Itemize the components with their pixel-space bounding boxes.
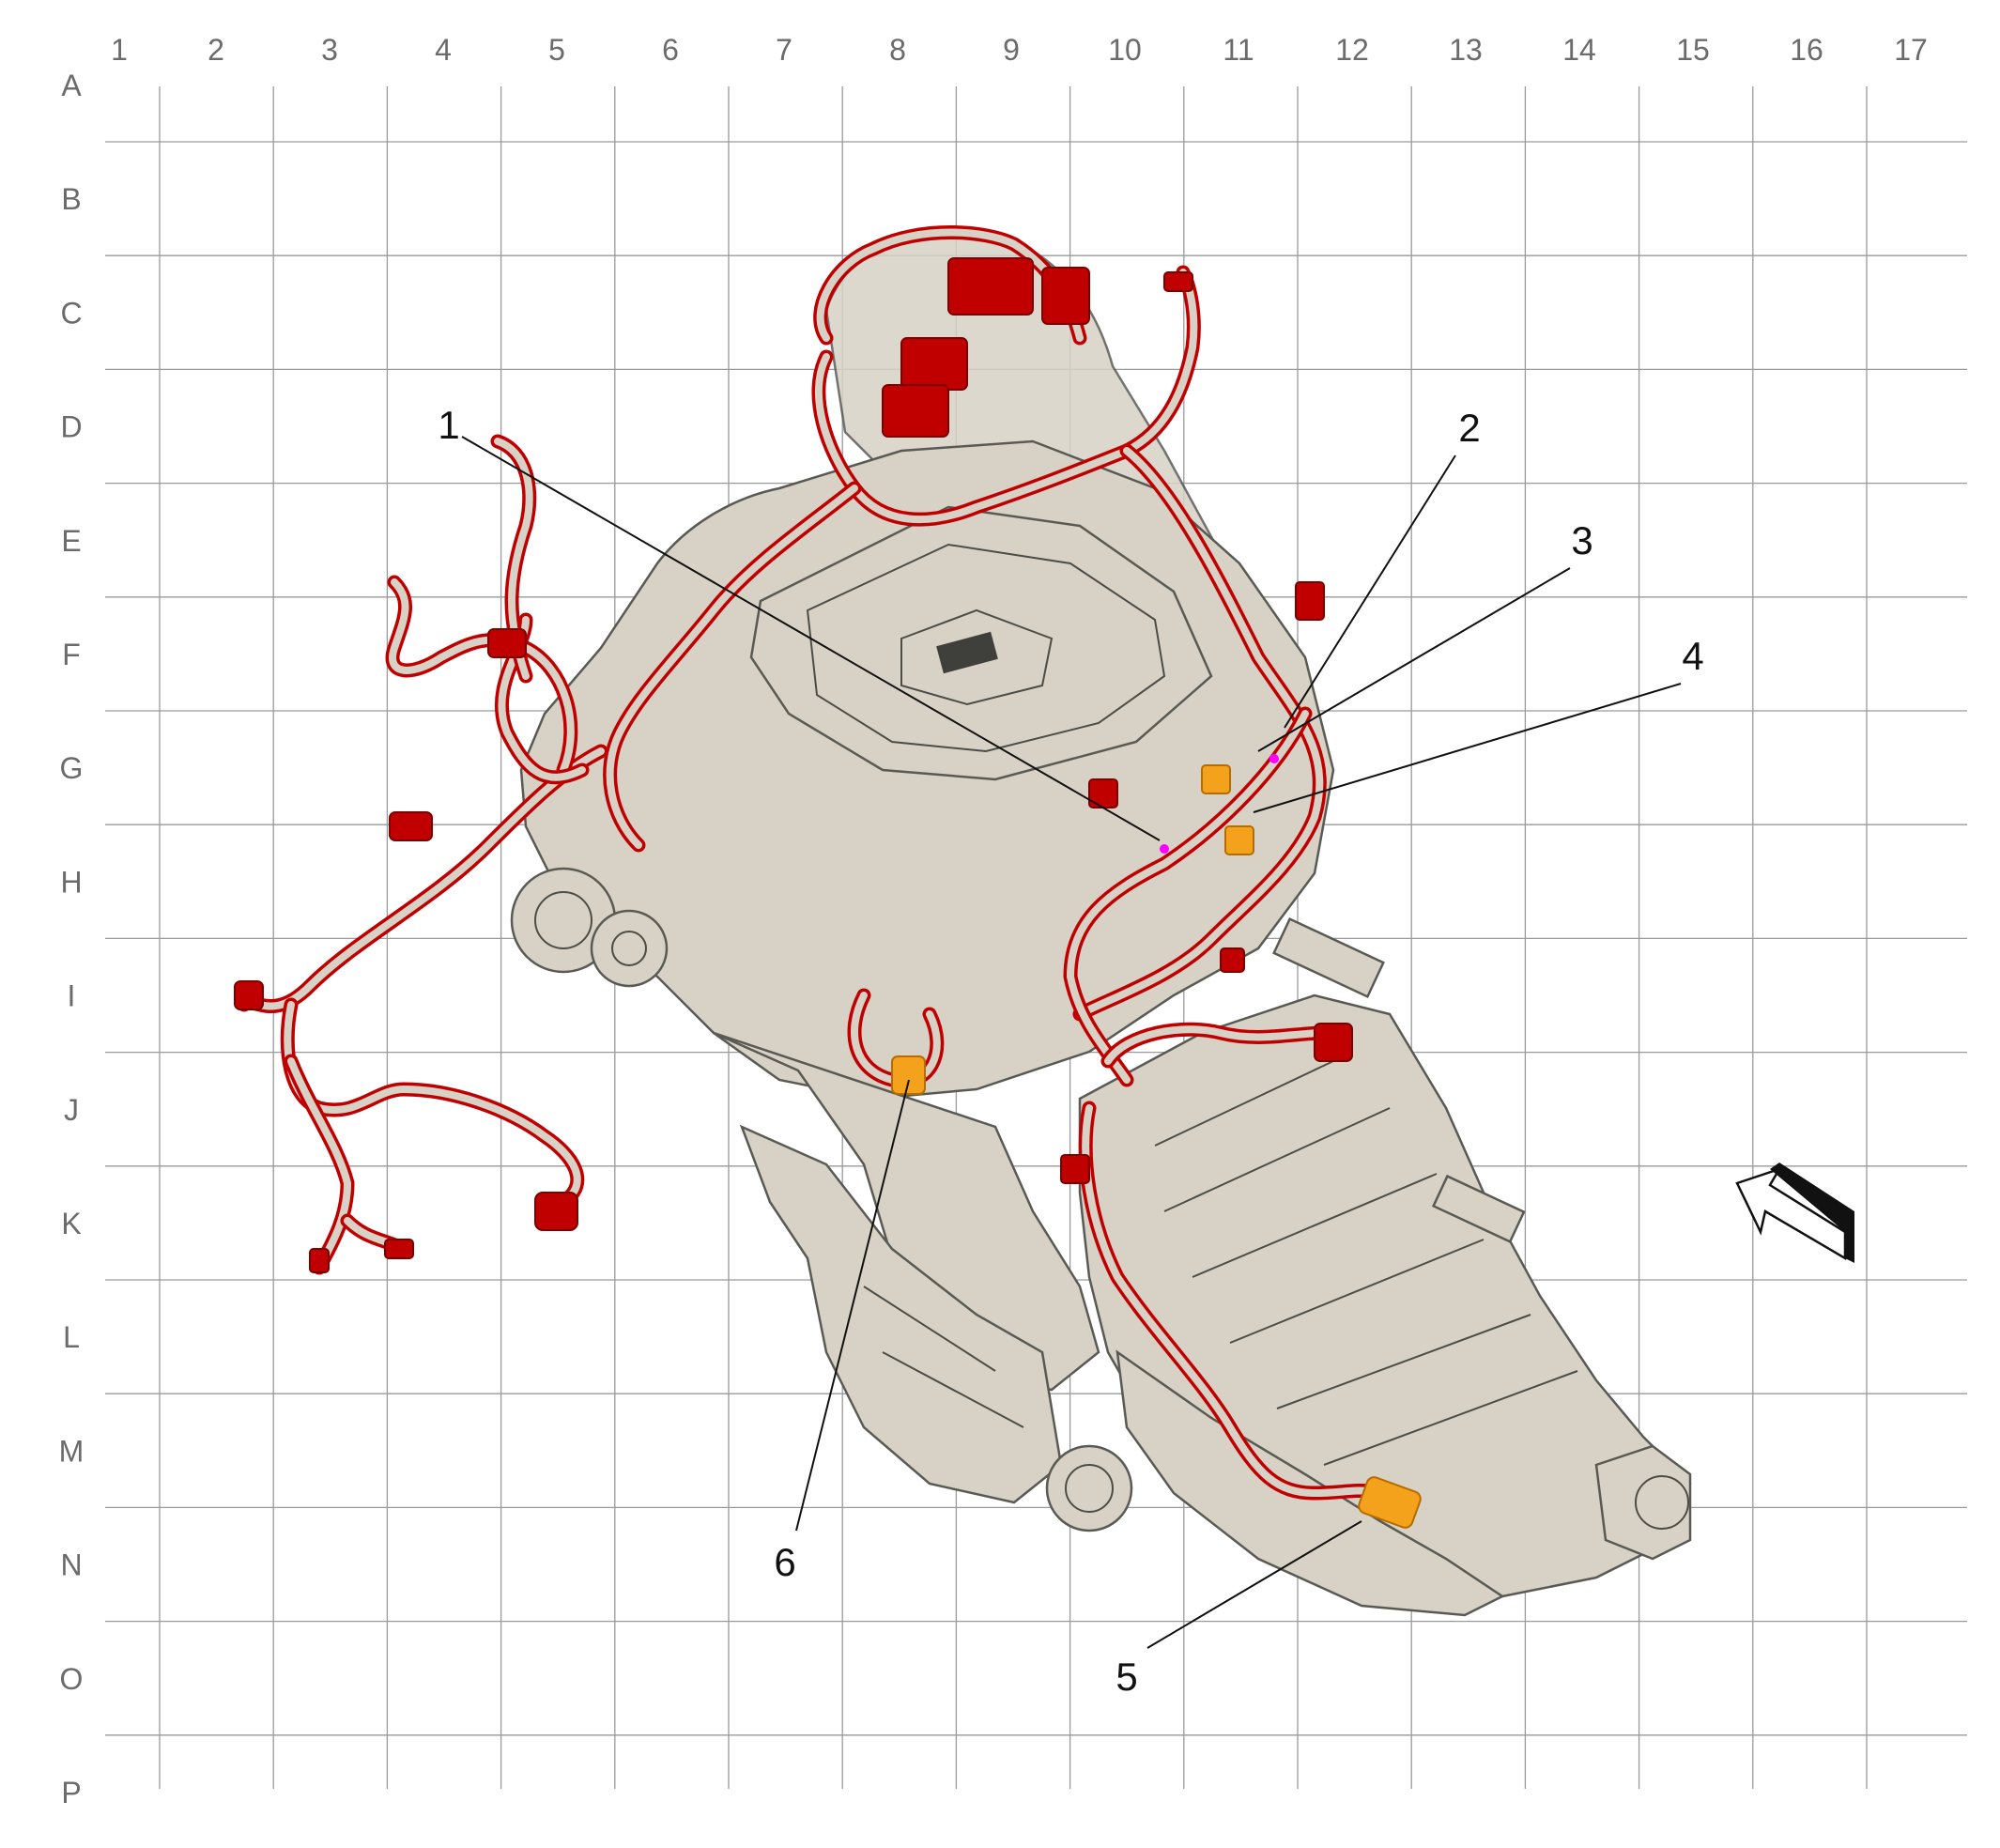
- grid-column-label: 10: [1108, 33, 1142, 67]
- grid-row-label: C: [60, 296, 82, 330]
- callout-2: 2: [1458, 406, 1480, 450]
- callout-4: 4: [1682, 634, 1703, 678]
- grid-row-label: J: [64, 1093, 79, 1127]
- callout-leaders: [461, 436, 1682, 1649]
- callout-6: 6: [774, 1540, 795, 1584]
- grid-column-label: 13: [1449, 33, 1483, 67]
- front-direction-arrow-icon: [1735, 1163, 1854, 1263]
- callout-5: 5: [1115, 1655, 1137, 1699]
- grid-row-label: G: [60, 751, 84, 785]
- grid-column-label: 8: [889, 33, 906, 67]
- grid-row-label: L: [63, 1320, 80, 1354]
- grid-column-label: 12: [1335, 33, 1369, 67]
- callout-labels: 1 2 3 4 5 6: [438, 403, 1703, 1699]
- grid-column-label: 5: [548, 33, 565, 67]
- grid-row-label: M: [59, 1434, 85, 1468]
- grid-row-label: D: [60, 410, 82, 444]
- grid-row-label: E: [61, 524, 81, 558]
- grid-row-label: P: [61, 1776, 81, 1810]
- grid-row-label: O: [60, 1662, 84, 1696]
- grid-column-label: 7: [776, 33, 792, 67]
- callout-3: 3: [1571, 518, 1592, 562]
- grid-column-label: 17: [1894, 33, 1928, 67]
- grid-row-label: I: [68, 979, 76, 1013]
- grid-column-label: 14: [1562, 33, 1596, 67]
- grid-column-label: 1: [111, 33, 128, 67]
- grid-column-label: 11: [1223, 33, 1254, 67]
- callout-1: 1: [438, 403, 459, 447]
- grid-column-label: 6: [662, 33, 679, 67]
- wiring-harness: [234, 225, 1422, 1529]
- grid-row-label: H: [60, 865, 82, 899]
- engine-assembly: [510, 228, 1692, 1617]
- grid-column-label: 2: [208, 33, 224, 67]
- grid-row-label: B: [61, 182, 81, 216]
- grid-column-label: 3: [321, 33, 338, 67]
- grid-column-label: 15: [1676, 33, 1710, 67]
- grid-column-label: 16: [1790, 33, 1823, 67]
- row-labels: A B C D E F G H I J K L M N O P: [59, 69, 85, 1810]
- grid-column-label: 4: [435, 33, 452, 67]
- grid-row-label: A: [61, 69, 82, 102]
- grid-row-label: F: [62, 638, 81, 671]
- grid-row-label: N: [60, 1548, 82, 1582]
- grid-row-label: K: [61, 1207, 81, 1240]
- grid-column-label: 9: [1003, 33, 1020, 67]
